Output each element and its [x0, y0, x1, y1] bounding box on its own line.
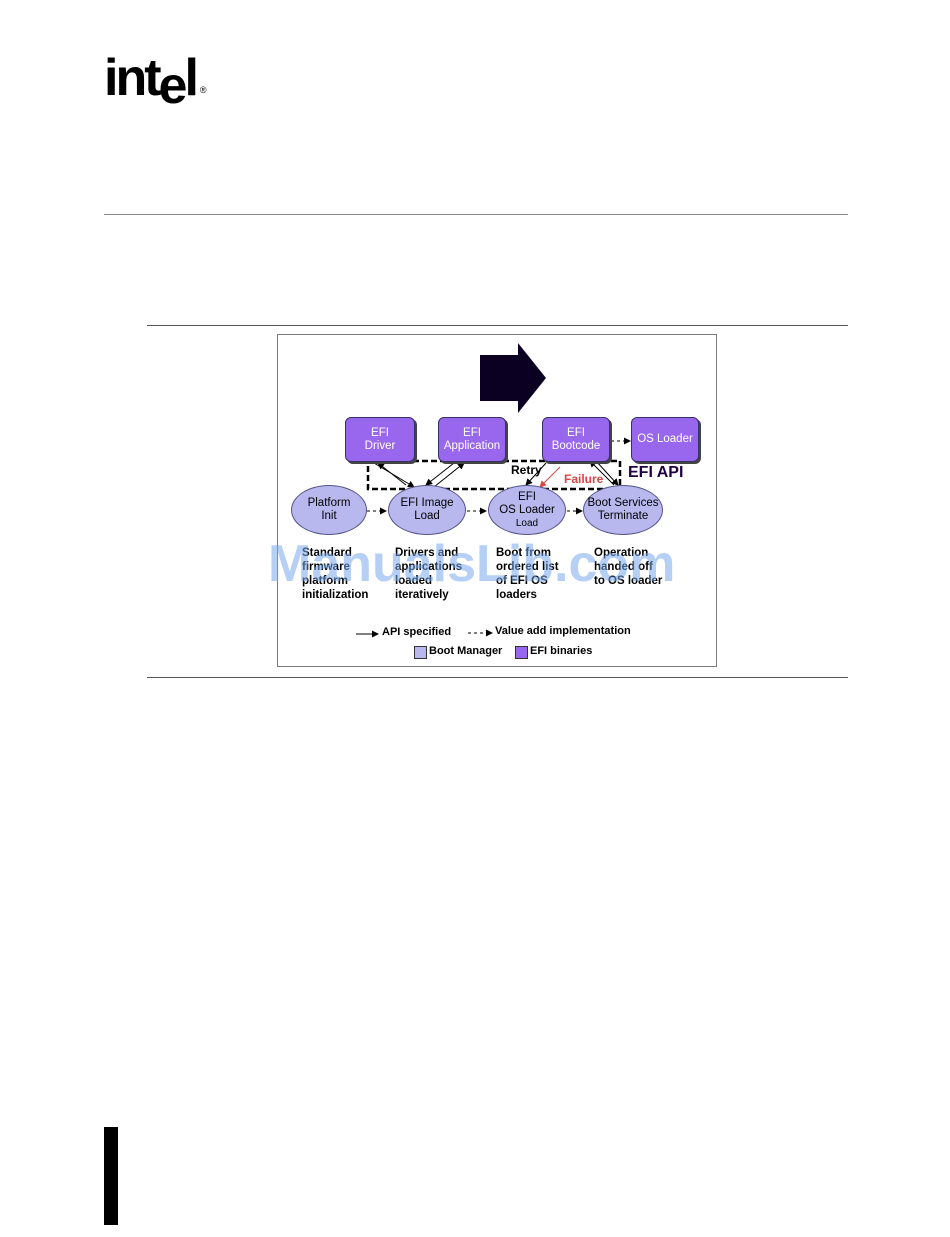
logo-text: int: [104, 49, 162, 107]
retry-label: Retry: [511, 463, 542, 477]
caption-os-loader-load: Boot from ordered list of EFI OS loaders: [496, 546, 559, 602]
caption-line: loaders: [496, 589, 537, 601]
diagram-connectors: [356, 343, 631, 638]
api-arrow: [433, 462, 465, 488]
efi-api-label: EFI API: [628, 464, 684, 481]
caption-line: platform: [302, 575, 348, 587]
node-label: OS Loader: [637, 433, 693, 445]
efi-boot-diagram: EFI Driver EFI Application EFI Bootcode …: [277, 334, 717, 667]
failure-label: Failure: [564, 472, 604, 486]
node-label: Load: [515, 517, 539, 529]
node-label: EFI: [463, 426, 481, 439]
caption-platform-init: Standard firmware platform initializatio…: [302, 546, 368, 602]
node-label: Application: [443, 439, 501, 452]
api-arrow: [425, 462, 455, 486]
legend-value-add: Value add implementation: [495, 625, 631, 637]
caption-line: Drivers and: [395, 547, 459, 559]
watermark: ManualsLib.com: [268, 535, 676, 593]
node-label: Terminate: [597, 510, 649, 522]
caption-line: Operation: [594, 547, 649, 559]
node-label: EFI: [567, 426, 585, 439]
platform-init-node: Platform Init: [291, 485, 367, 535]
caption-boot-services: Operation handed off to OS loader: [594, 546, 662, 588]
os-loader-node: OS Loader: [631, 417, 699, 462]
caption-line: firmware: [302, 561, 350, 573]
node-label: Boot Services: [587, 497, 659, 509]
node-label: Init: [321, 510, 337, 522]
figure-top-rule: [147, 325, 848, 326]
logo-text-l: l: [184, 49, 199, 107]
node-label: OS Loader: [499, 503, 555, 516]
legend-efi-binaries: EFI binaries: [530, 645, 593, 657]
caption-line: of EFI OS: [496, 575, 548, 587]
figure-bottom-rule: [147, 677, 848, 678]
node-label: EFI: [371, 426, 389, 439]
node-label: EFI: [518, 490, 536, 503]
efi-application-node: EFI Application: [438, 417, 506, 462]
caption-line: Boot from: [496, 547, 551, 559]
failure-arrow: [539, 466, 561, 488]
efi-image-load-node: EFI Image Load: [388, 485, 466, 535]
intel-logo: intel®: [104, 49, 207, 112]
caption-line: loaded: [395, 575, 433, 587]
node-label: Platform: [307, 497, 351, 509]
caption-efi-image-load: Drivers and applications loaded iterativ…: [395, 546, 462, 602]
node-label: Load: [414, 510, 440, 522]
efi-bootcode-node: EFI Bootcode: [542, 417, 610, 462]
legend-boot-manager: Boot Manager: [429, 645, 503, 657]
caption-line: handed off: [594, 561, 653, 573]
node-label: EFI Image: [400, 497, 454, 509]
node-label: Driver: [364, 439, 396, 452]
legend-boot-manager-swatch: [414, 646, 427, 659]
caption-line: iteratively: [395, 589, 449, 601]
caption-line: Standard: [302, 547, 352, 559]
registered-mark: ®: [199, 85, 207, 95]
page-edge-bar: [104, 1127, 118, 1225]
api-arrow: [595, 460, 619, 486]
api-arrow: [589, 460, 615, 486]
legend-api-specified: API specified: [382, 626, 452, 638]
caption-line: to OS loader: [594, 575, 663, 587]
api-arrow: [525, 462, 547, 486]
api-arrow: [377, 462, 407, 486]
logo-text-e: e: [158, 57, 188, 115]
caption-line: ordered list: [496, 561, 559, 573]
node-label: Bootcode: [551, 439, 601, 452]
boot-services-terminate-node: Boot Services Terminate: [583, 485, 663, 535]
caption-line: initialization: [302, 589, 369, 601]
legend-efi-binaries-swatch: [515, 646, 528, 659]
efi-os-loader-load-node: EFI OS Loader Load: [488, 485, 566, 535]
caption-line: applications: [395, 561, 463, 573]
header-rule: [104, 214, 848, 215]
efi-driver-node: EFI Driver: [345, 417, 415, 462]
block-arrow-shape: [480, 343, 546, 413]
